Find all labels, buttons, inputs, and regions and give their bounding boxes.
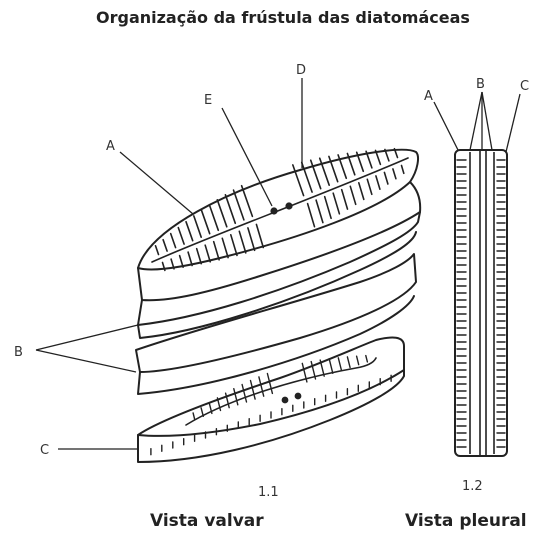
stria-upper xyxy=(186,222,193,241)
stria-bottom-upper xyxy=(242,385,246,403)
figure-number-pleural: 1.2 xyxy=(462,479,483,494)
valvar-view-drawing xyxy=(136,150,420,462)
stria-lower xyxy=(239,231,246,253)
label-D: D xyxy=(296,63,306,78)
central-nodule-right xyxy=(286,203,291,208)
pleural-striae xyxy=(457,160,505,447)
stria-lower xyxy=(376,176,380,189)
leader-C-pleural xyxy=(506,94,520,152)
stria-lower xyxy=(222,238,228,257)
central-nodule-left xyxy=(271,208,276,213)
stria-lower xyxy=(367,179,372,194)
stria-bottom-upper xyxy=(329,359,333,374)
stria-upper xyxy=(178,228,184,245)
stria-bottom-upper xyxy=(347,357,350,368)
stria-upper xyxy=(234,190,244,220)
leader-B-pleural-3 xyxy=(482,92,492,150)
label-A-valvar: A xyxy=(106,139,115,154)
stria-bottom-upper xyxy=(357,356,359,365)
stria-lower xyxy=(248,228,255,250)
girdle-band-1 xyxy=(138,212,420,325)
stria-lower xyxy=(359,183,364,200)
stria-upper xyxy=(217,200,227,227)
stria-lower xyxy=(325,197,331,219)
stria-lower xyxy=(333,193,339,214)
label-A-pleural: A xyxy=(424,89,433,104)
valve-striae-bottom xyxy=(193,356,367,420)
stria-upper xyxy=(163,240,167,251)
stria-lower xyxy=(197,249,202,264)
leader-A-pleural xyxy=(434,102,458,150)
stria-bottom-upper xyxy=(193,413,195,419)
leader-B-1 xyxy=(36,325,138,350)
leader-A-valvar xyxy=(120,152,193,214)
stria-lower xyxy=(393,169,396,179)
label-B-pleural: B xyxy=(476,77,485,92)
stria-lower xyxy=(231,235,237,256)
pleural-outline xyxy=(455,150,507,456)
stria-bottom-upper xyxy=(251,381,256,400)
caption-pleural-view: Vista pleural xyxy=(405,511,527,531)
hypotheca-nodule-right xyxy=(296,394,301,399)
stria-upper xyxy=(242,186,253,217)
stria-lower xyxy=(316,200,323,223)
leader-B-2 xyxy=(36,350,136,372)
stria-lower xyxy=(308,204,315,227)
stria-lower xyxy=(188,252,192,265)
stria-lower xyxy=(402,166,404,174)
caption-valvar-view: Vista valvar xyxy=(150,511,264,531)
stria-lower xyxy=(342,190,348,209)
label-B-valvar: B xyxy=(14,345,23,360)
stria-bottom-upper xyxy=(234,389,238,405)
girdle-band-1-edge xyxy=(138,232,416,338)
epitheca-valve xyxy=(138,150,418,270)
stria-upper xyxy=(156,246,159,255)
hypotheca-nodule-left xyxy=(283,398,288,403)
stria-upper xyxy=(209,205,218,230)
stria-bottom-upper xyxy=(338,358,341,371)
leader-B-pleural-1 xyxy=(470,92,482,150)
leader-lines xyxy=(36,78,520,449)
stria-upper xyxy=(171,234,176,248)
stria-lower xyxy=(350,186,355,204)
stria-bottom-upper xyxy=(259,377,264,396)
stria-bottom-upper xyxy=(201,408,203,417)
stria-upper xyxy=(202,210,210,233)
stria-lower xyxy=(214,242,219,260)
stria-upper xyxy=(194,216,201,237)
figure-number-valvar: 1.1 xyxy=(258,485,279,500)
stria-lower xyxy=(205,245,210,262)
leader-E xyxy=(222,108,272,206)
pleural-view-drawing xyxy=(455,150,507,456)
stria-lower xyxy=(384,172,388,184)
label-E: E xyxy=(204,93,212,108)
label-C-valvar: C xyxy=(40,443,49,458)
raphe-line-top xyxy=(152,158,408,262)
label-C-pleural: C xyxy=(520,79,529,94)
stria-bottom-upper xyxy=(366,356,368,362)
stria-lower xyxy=(256,224,263,247)
stria-upper xyxy=(225,195,235,224)
